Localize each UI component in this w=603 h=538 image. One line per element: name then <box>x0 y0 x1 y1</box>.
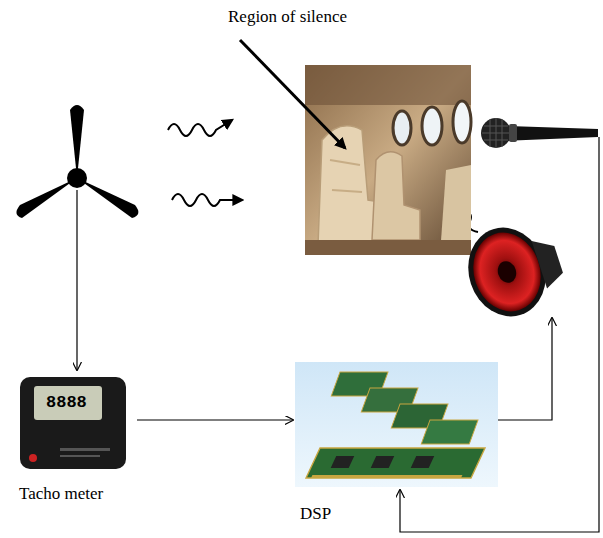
dsp-node: DSP <box>293 360 500 526</box>
signal-line <box>76 190 77 370</box>
node-label: Tacho meter <box>19 484 103 504</box>
signal-line <box>498 318 552 420</box>
tacho-meter-picture <box>20 377 126 469</box>
signal-connector <box>137 419 293 420</box>
loudspeaker <box>457 213 571 327</box>
leader-line <box>240 40 345 148</box>
cabin-photo <box>305 65 471 255</box>
tacho-meter-node: Tacho meter <box>15 372 137 506</box>
node-label: DSP <box>300 504 331 524</box>
callout-label: Region of silence <box>228 7 347 27</box>
signal-line <box>400 137 599 532</box>
microphone <box>481 118 598 148</box>
display-readout: 8888 <box>46 393 87 412</box>
dsp-board-picture <box>295 362 498 487</box>
